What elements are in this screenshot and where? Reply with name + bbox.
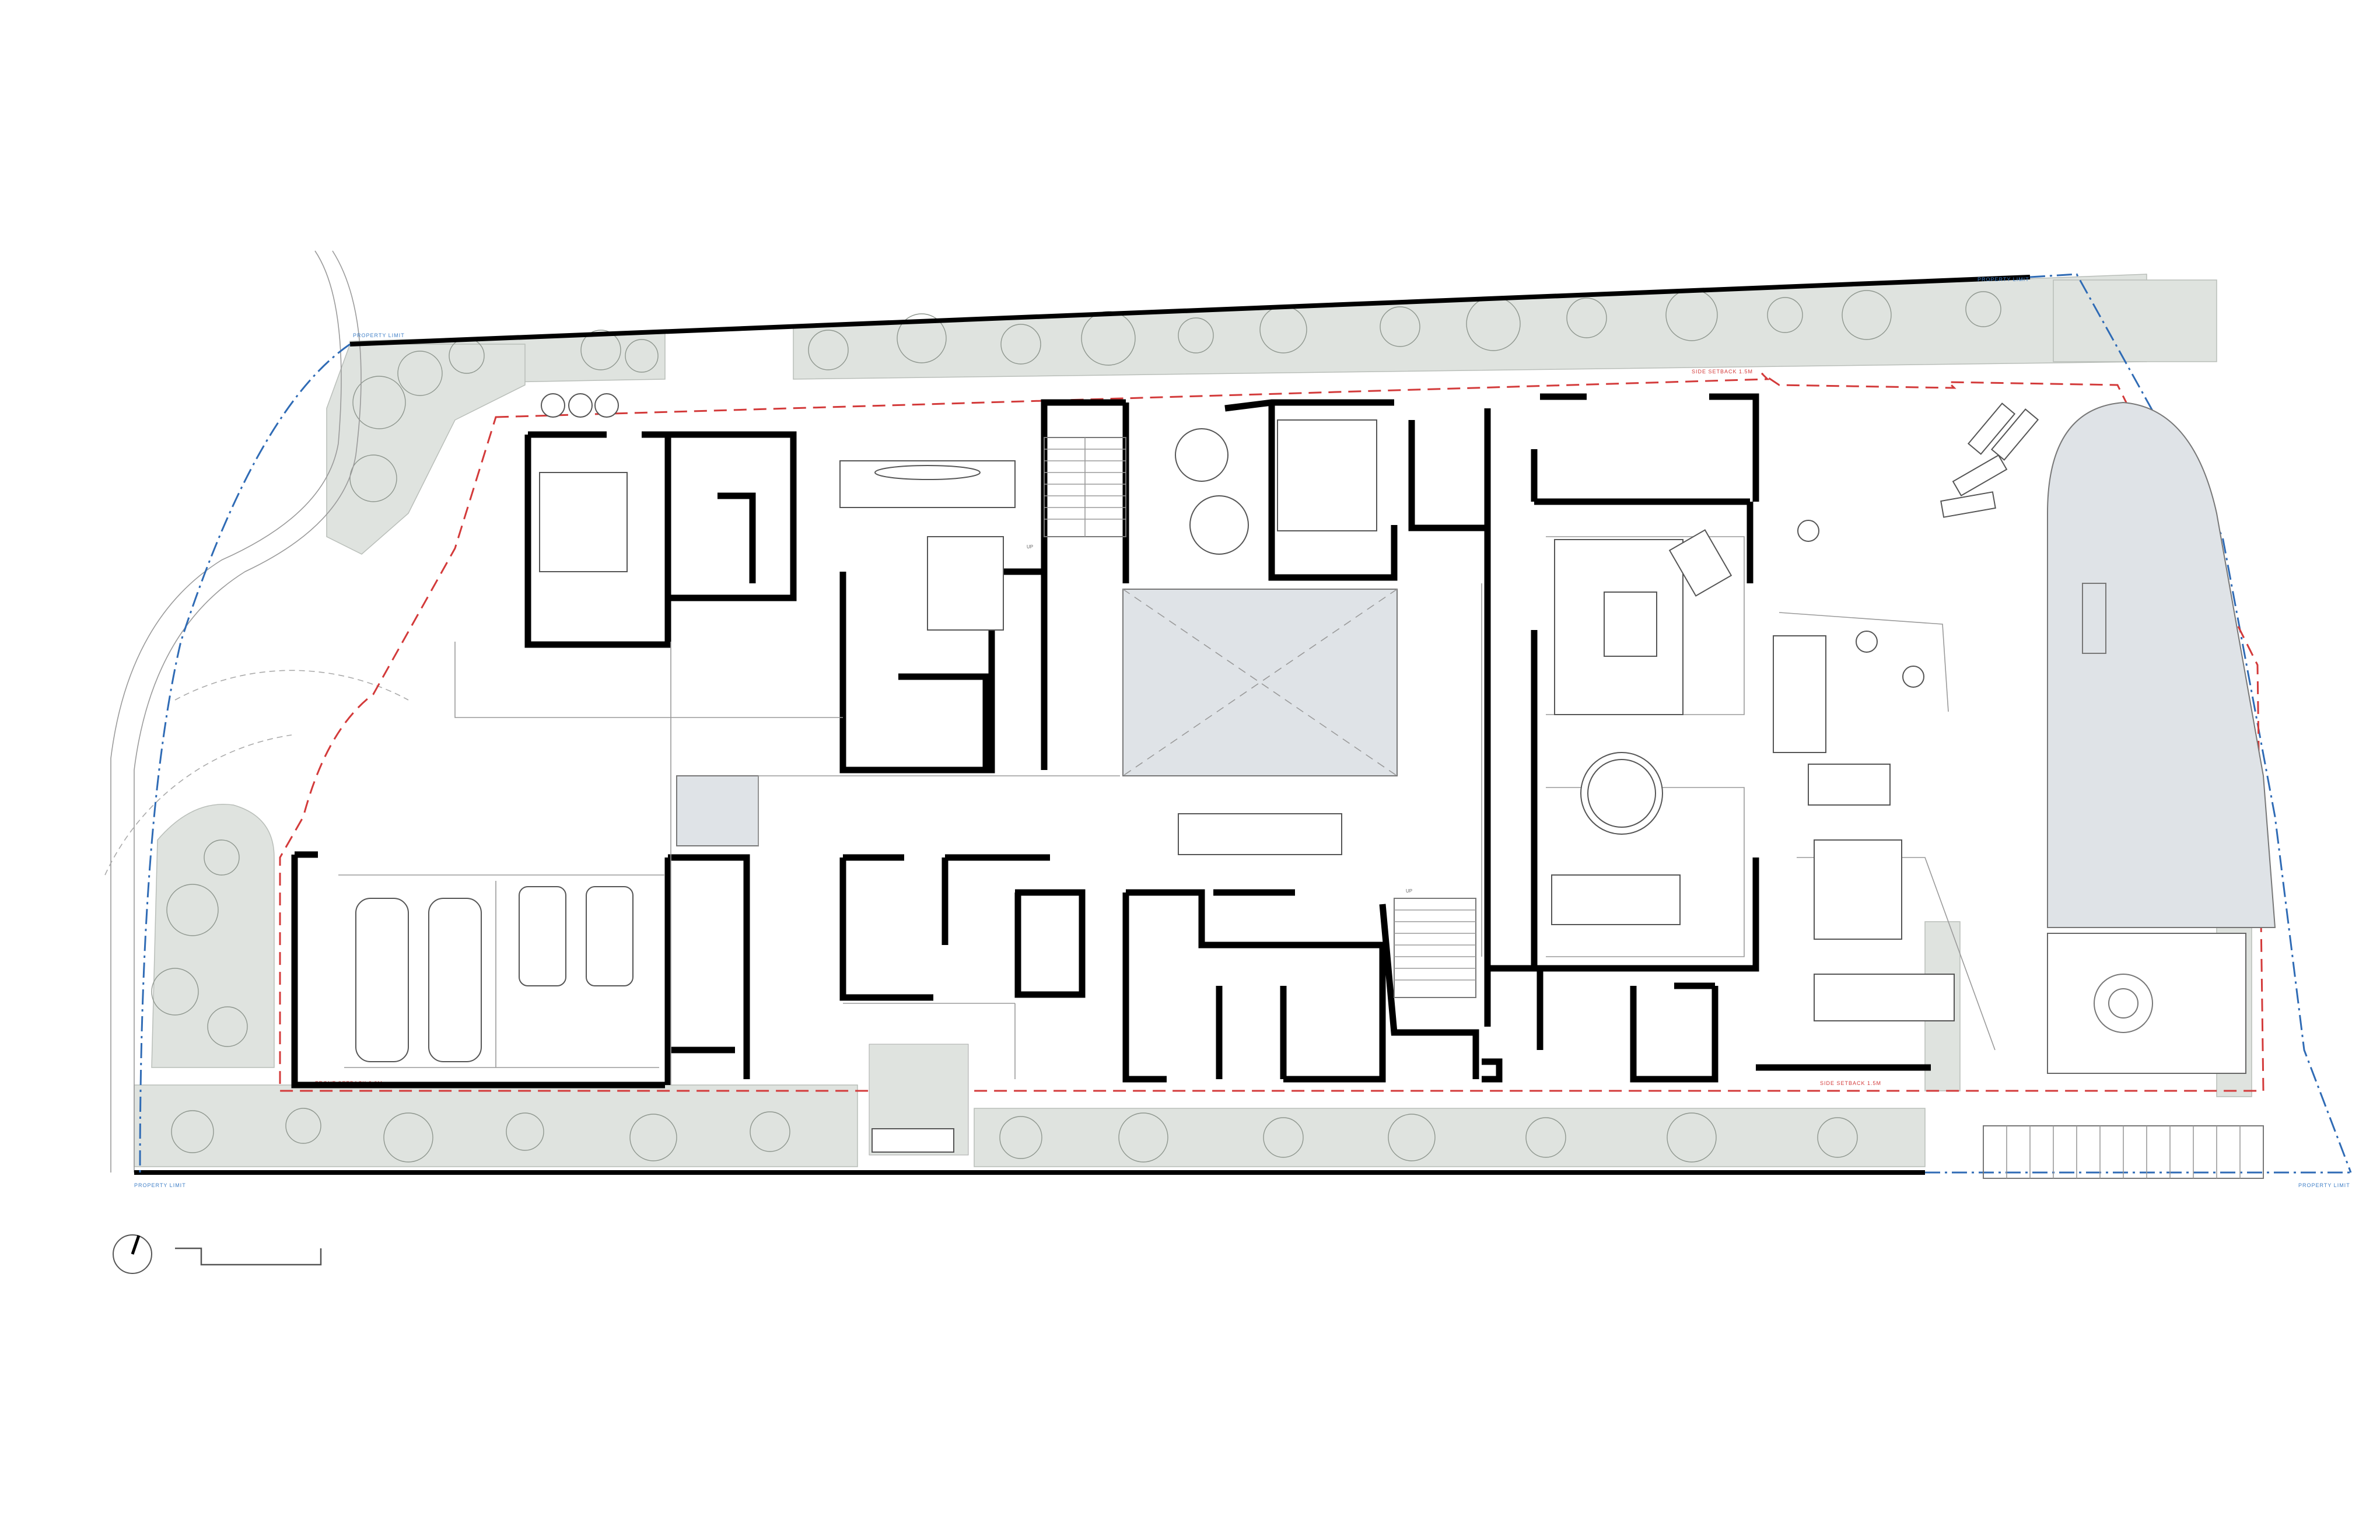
stair-up-label: UP	[1406, 888, 1412, 894]
stair-up-label: UP	[1027, 544, 1033, 550]
stair-icon	[1044, 437, 1476, 998]
chair	[541, 393, 1924, 688]
property-limit-label: PROPERTY LIMIT	[353, 332, 405, 338]
swimming-pool	[2047, 401, 2276, 928]
property-limit	[134, 273, 2352, 1175]
bench	[872, 1128, 954, 1153]
pool-steps	[2082, 583, 2106, 654]
scale-bar-icon	[175, 1247, 322, 1266]
lounger	[1940, 402, 2039, 518]
north-arrow-icon	[113, 1234, 152, 1274]
dining-table-icon	[1175, 428, 1955, 1021]
property-limit-label: PROPERTY LIMIT	[134, 1182, 186, 1188]
property-limit-label: PROPERTY LIMIT	[2298, 1182, 2350, 1188]
courtyard	[1122, 589, 1398, 776]
bed-icon	[539, 472, 1004, 631]
landscape-top	[349, 274, 2217, 386]
tree-icon	[151, 289, 2001, 1163]
setback-line	[279, 372, 2264, 1092]
stair-icon	[1983, 1125, 2264, 1179]
pool-deck	[2047, 933, 2246, 1074]
patio-void	[676, 775, 759, 846]
jacuzzi	[2094, 974, 2153, 1033]
setback-label: SIDE SETBACK 1.5M	[1820, 1080, 1881, 1086]
setback-label: SIDE SETBACK 1.5M	[1692, 369, 1753, 374]
car-icon	[355, 886, 634, 1062]
sofa-icon	[1277, 419, 1891, 925]
property-limit-label: PROPERTY LIMIT	[1978, 276, 2029, 282]
